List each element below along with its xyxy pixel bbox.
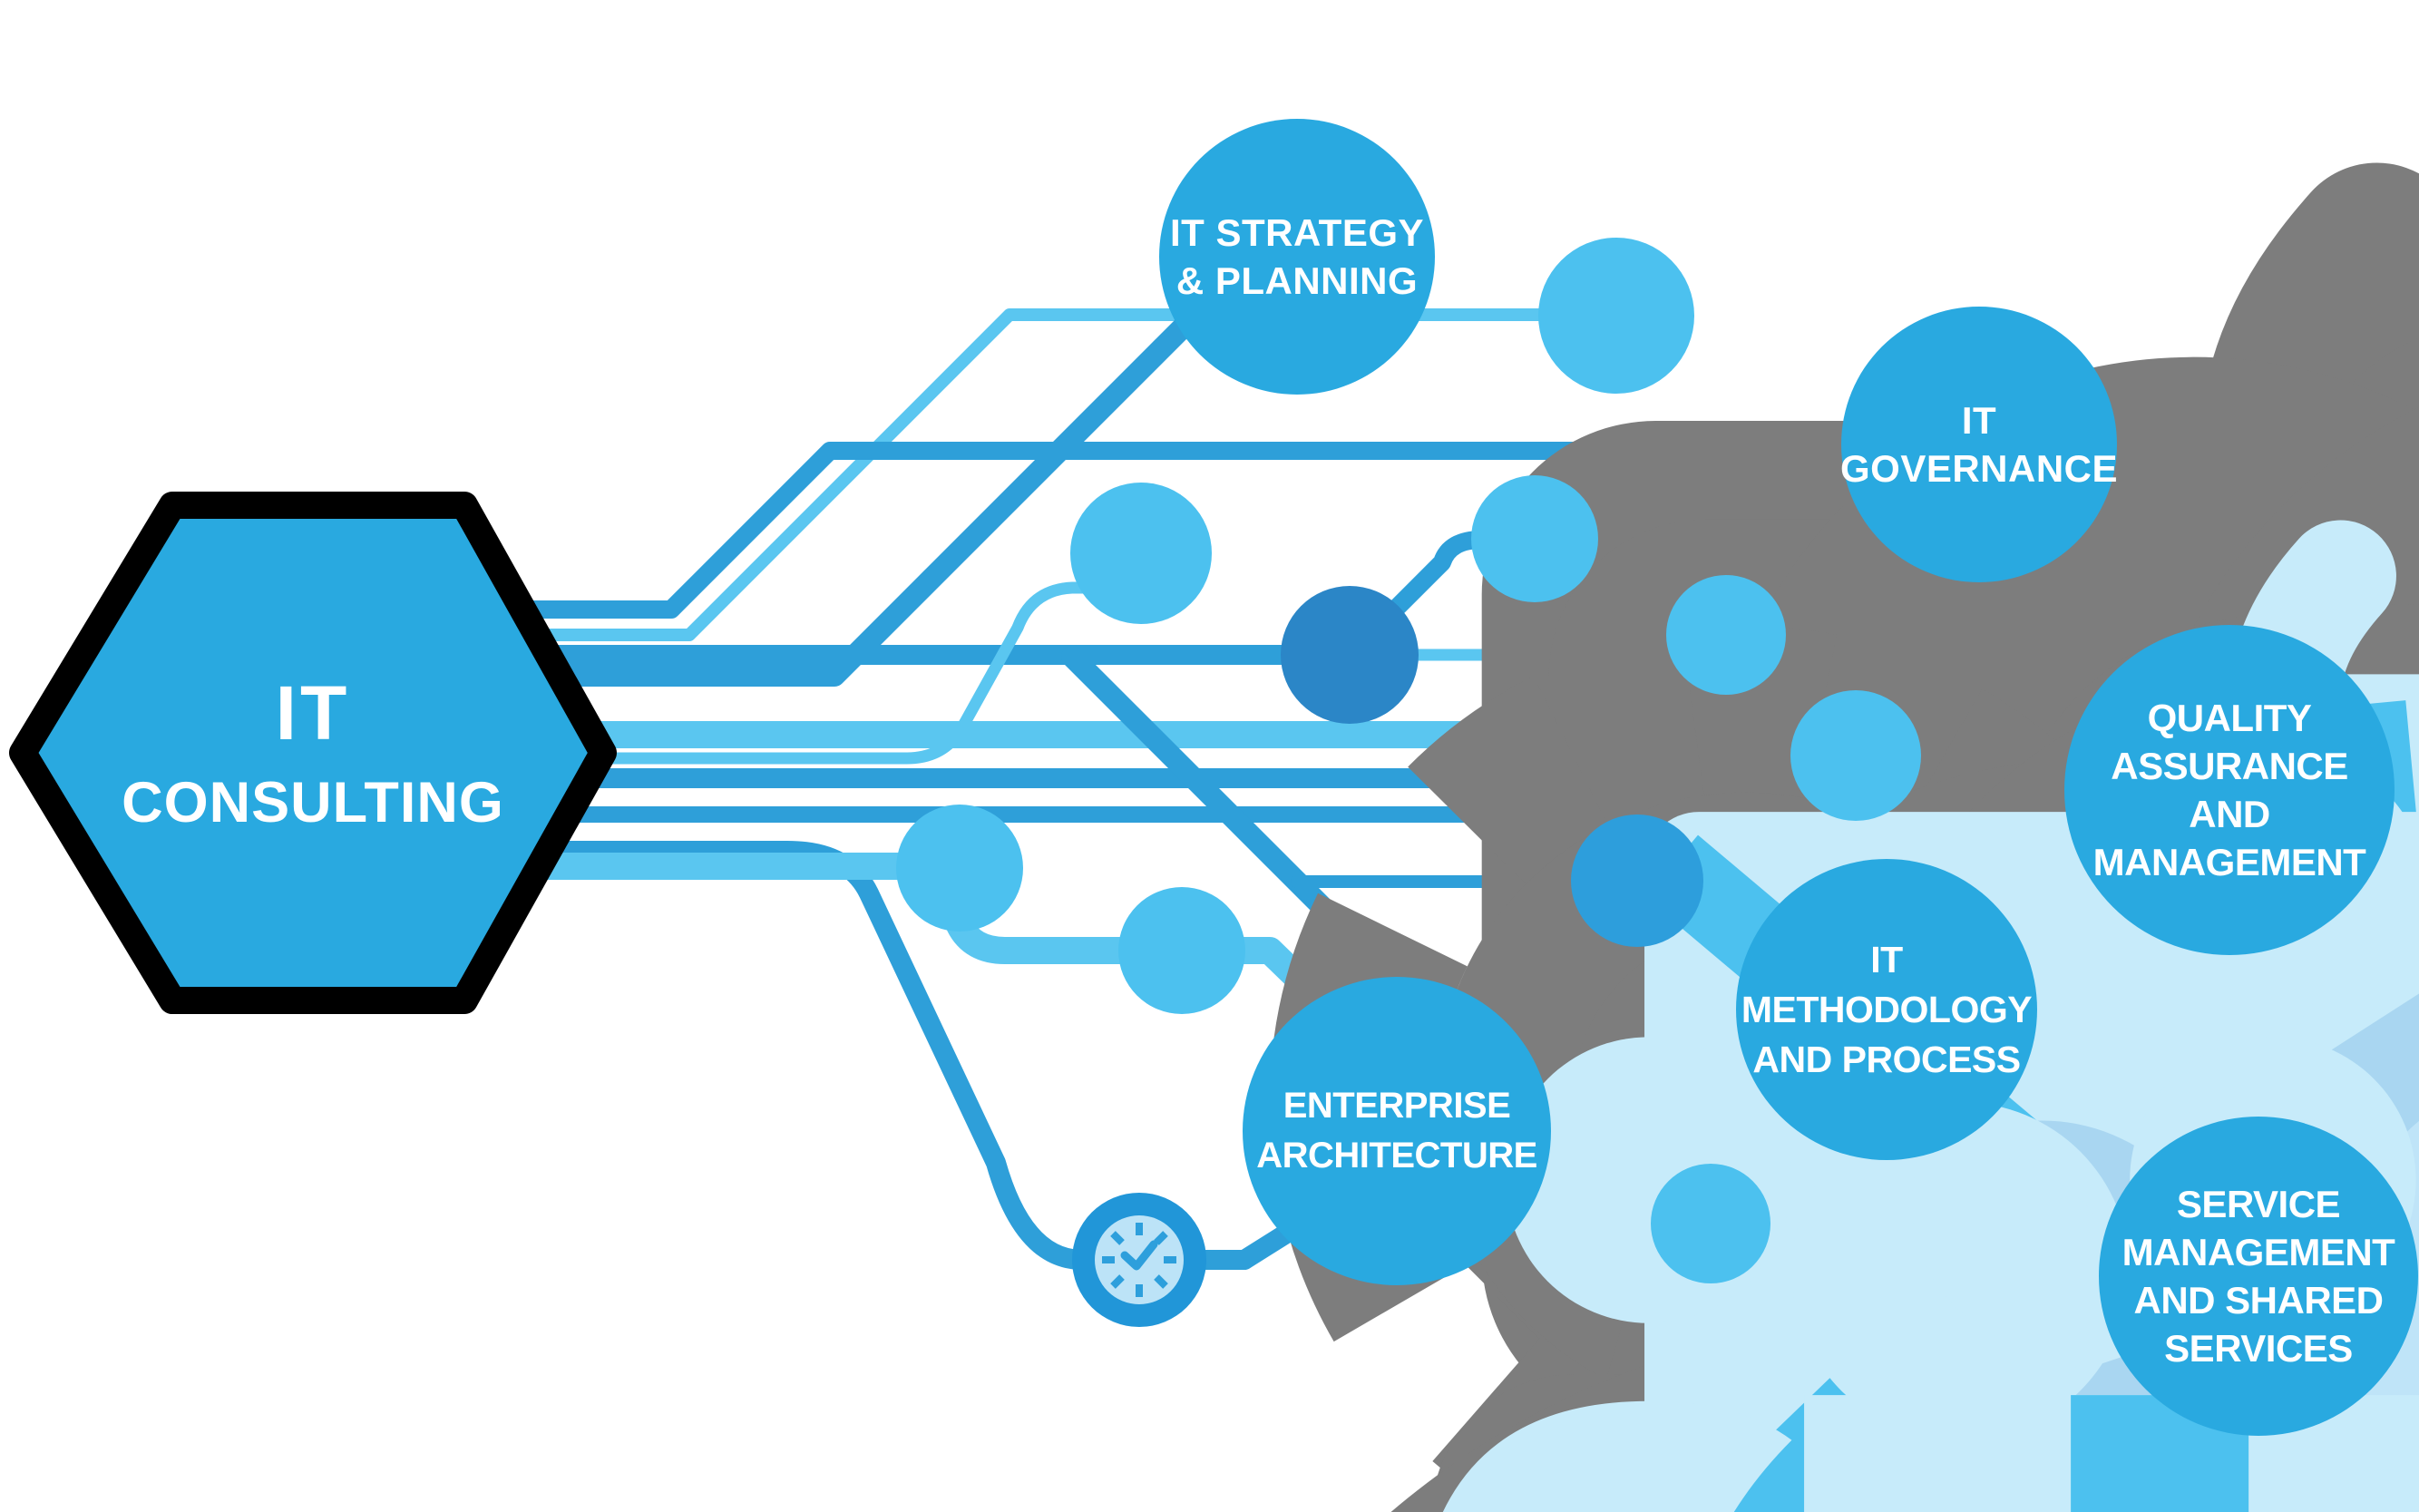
clock-badge — [1072, 1193, 1206, 1327]
cart-badge — [1538, 238, 2419, 1512]
hexagon-hub — [9, 492, 617, 1014]
trace-gift-enterprise — [1230, 937, 1349, 1028]
people-badge — [896, 805, 2419, 1512]
battery-badge — [1571, 815, 2419, 1512]
wifi-badge — [1651, 1164, 2419, 1512]
coffee-badge — [1471, 475, 2419, 1512]
node-methodology — [1736, 859, 2037, 1160]
node-governance — [1841, 307, 2117, 582]
trace-enterprise — [1061, 646, 1411, 996]
trace-envelope — [502, 581, 1099, 765]
gift-badge — [1118, 887, 2419, 1512]
satellite-badge — [1666, 575, 2419, 1512]
clock-icon — [1120, 1240, 1158, 1271]
node-quality — [2064, 625, 2395, 955]
trace-governance — [499, 442, 1855, 619]
node-strategy — [1159, 119, 1435, 395]
node-service — [2099, 1117, 2418, 1436]
trace-people-gift — [946, 912, 1134, 964]
node-enterprise — [1243, 977, 1551, 1285]
share-badge — [1281, 586, 2419, 1512]
node-layer — [1159, 119, 2418, 1436]
envelope-badge — [1070, 483, 2419, 1512]
twitter-bird-badge — [1790, 690, 2419, 1512]
trace-strategy — [497, 302, 1208, 687]
badge-layer — [896, 238, 2419, 1512]
